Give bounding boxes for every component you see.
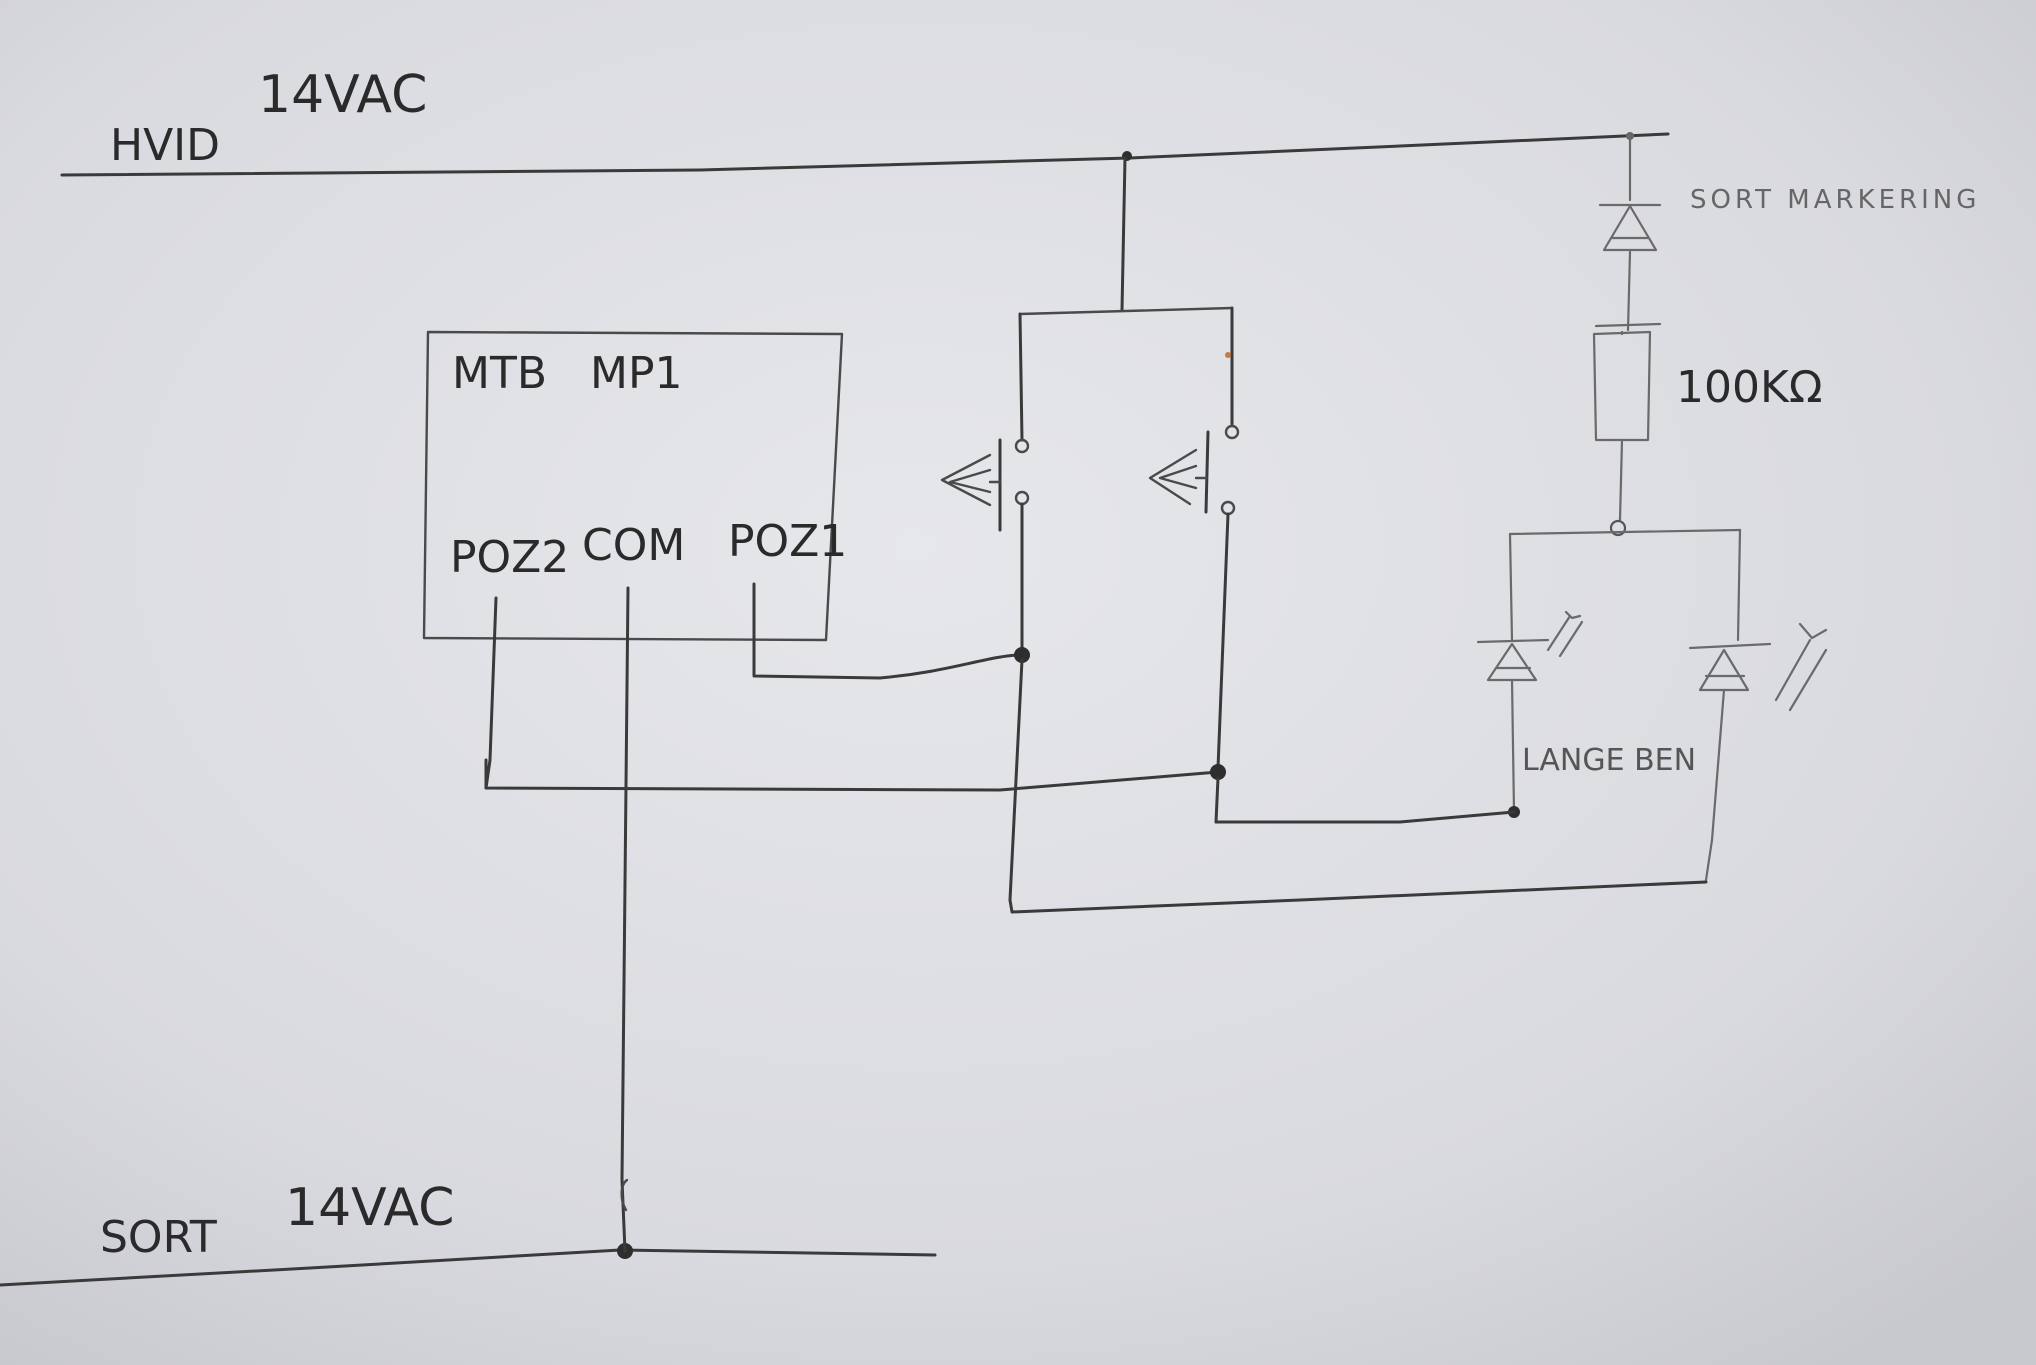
module-model-label: MP1 [590,348,683,399]
bottom-rail-color-label: SORT [100,1212,217,1263]
switch-block [940,156,1240,902]
module-pin-wires [484,582,1220,1253]
top-rail-voltage-label: 14VAC [258,65,427,125]
right-switch-common-node [1210,764,1226,780]
marker-led-note: SORT MARKERING [1690,185,1980,215]
mtb-module [422,330,844,642]
pin-poz1-label: POZ1 [728,516,847,567]
led-pair [1476,519,1828,882]
pin-poz2-label: POZ2 [450,532,569,583]
left-switch-common-node [1014,647,1030,663]
right-switch-contact-top [1224,424,1240,440]
pin-com-label: COM [582,520,685,571]
return-wires [1008,810,1708,914]
ink-speck [1225,352,1231,358]
led-pair-note: LANGE BEN [1522,743,1696,778]
top-rail-color-label: HVID [110,120,220,171]
bottom-rail-voltage-label: 14VAC [285,1178,454,1238]
left-switch-contact-top [1014,438,1030,454]
marker-led-branch [1594,134,1662,332]
led-pair-junction [1609,519,1627,537]
resistor-value-label: 100KΩ [1676,362,1822,413]
resistor-100k [1592,330,1652,522]
module-name-label: MTB [452,348,547,399]
